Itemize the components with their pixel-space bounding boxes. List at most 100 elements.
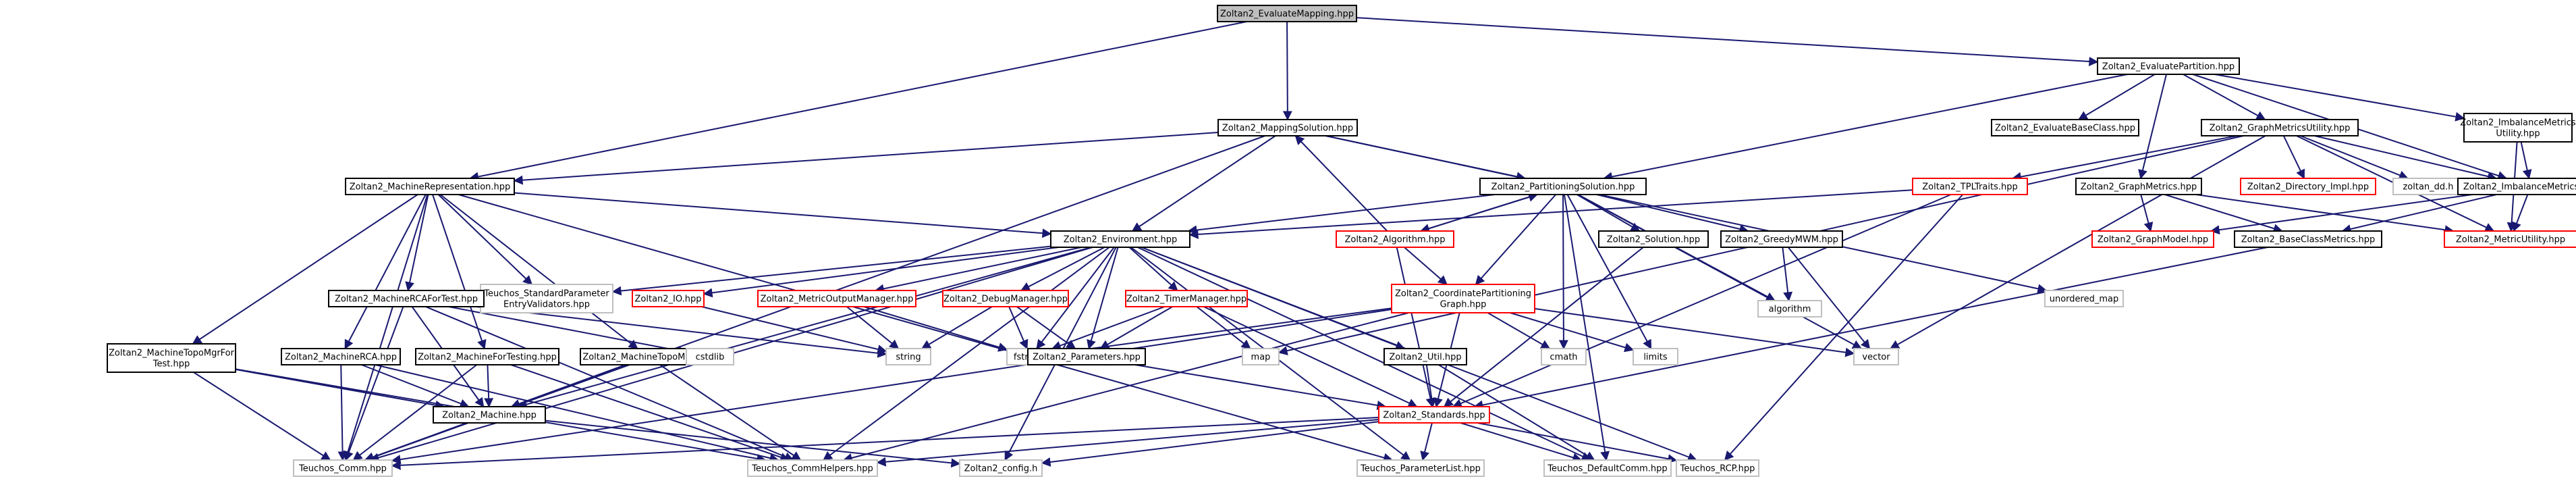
node-label: Graph.hpp xyxy=(1440,300,1487,310)
node-algorithm[interactable]: Zoltan2_Algorithm.hpp xyxy=(1336,230,1454,248)
node-mapping-solution[interactable]: Zoltan2_MappingSolution.hpp xyxy=(1217,119,1358,136)
edge-machine_rca_for_test-to-teuchos_comm xyxy=(344,306,404,461)
edge-machine_representation-to-environment xyxy=(514,192,1052,238)
edge-coordinate_partitioning_graph-to-teuchos_comm_helpers xyxy=(842,312,1409,463)
node-teuchos-comm-helpers: Teuchos_CommHelpers.hpp xyxy=(747,459,878,477)
node-evaluate-mapping[interactable]: Zoltan2_EvaluateMapping.hpp xyxy=(1217,5,1357,22)
node-standards[interactable]: Zoltan2_Standards.hpp xyxy=(1378,406,1490,424)
edge-environment-to-std_param_validators xyxy=(611,245,1051,296)
edge-machine_representation-to-std_param_validators xyxy=(437,194,533,285)
node-box xyxy=(1050,230,1190,248)
node-label: Zoltan2_BaseClassMetrics.hpp xyxy=(2241,235,2375,245)
node-machine-for-testing[interactable]: Zoltan2_MachineForTesting.hpp xyxy=(415,348,559,365)
node-box xyxy=(1391,284,1535,313)
edge-io-to-string xyxy=(701,306,887,354)
node-box xyxy=(1125,290,1248,307)
edge-machine_representation-to-parameter_list xyxy=(458,194,1394,463)
node-std-param-validators: Teuchos_StandardParameterEntryValidators… xyxy=(480,284,613,313)
node-label: Teuchos_CommHelpers.hpp xyxy=(751,464,873,474)
edge-timer_manager-to-parameters xyxy=(1099,306,1173,349)
node-label: string xyxy=(896,353,921,363)
node-util[interactable]: Zoltan2_Util.hpp xyxy=(1383,348,1467,365)
edge-environment-to-parameters xyxy=(1087,247,1119,350)
node-box xyxy=(632,290,705,307)
node-rcp: Teuchos_RCP.hpp xyxy=(1676,459,1759,477)
node-default-comm: Teuchos_DefaultComm.hpp xyxy=(1543,459,1672,477)
node-box xyxy=(415,348,559,365)
node-box xyxy=(747,459,878,477)
node-label: Zoltan2_MachineRepresentation.hpp xyxy=(350,182,511,193)
edge-metric_output_manager-to-fstream xyxy=(863,306,1008,352)
node-graph-metrics[interactable]: Zoltan2_GraphMetrics.hpp xyxy=(2075,178,2202,195)
node-machine[interactable]: Zoltan2_Machine.hpp xyxy=(433,406,546,424)
node-evaluate-base-class[interactable]: Zoltan2_EvaluateBaseClass.hpp xyxy=(1991,119,2139,136)
node-imbalance-metrics[interactable]: Zoltan2_ImbalanceMetrics.hpp xyxy=(2457,178,2576,195)
node-label: Zoltan2_Parameters.hpp xyxy=(1033,353,1141,363)
node-environment[interactable]: Zoltan2_Environment.hpp xyxy=(1050,230,1190,248)
node-label: Zoltan2_TimerManager.hpp xyxy=(1126,295,1246,305)
edge-timer_manager-to-map xyxy=(1196,306,1251,349)
node-machine-rca[interactable]: Zoltan2_MachineRCA.hpp xyxy=(281,348,401,365)
edge-graph_metrics_utility-to-tpl_traits xyxy=(2011,135,2237,182)
node-debug-manager[interactable]: Zoltan2_DebugManager.hpp xyxy=(942,290,1069,307)
node-config: Zoltan2_config.h xyxy=(959,459,1043,477)
node-tpl-traits[interactable]: Zoltan2_TPLTraits.hpp xyxy=(1912,178,2028,195)
edge-environment-to-io xyxy=(703,247,1059,298)
node-label: cmath xyxy=(1550,353,1577,363)
node-base-class-metrics[interactable]: Zoltan2_BaseClassMetrics.hpp xyxy=(2234,230,2382,248)
node-graph-model[interactable]: Zoltan2_GraphModel.hpp xyxy=(2091,230,2214,248)
node-label: Zoltan2_MachineRCAForTest.hpp xyxy=(335,295,478,305)
edge-environment-to-fstream xyxy=(1036,247,1115,350)
edge-greedy_mwm-to-vector xyxy=(1787,247,1871,350)
edge-coordinate_partitioning_graph-to-cmath xyxy=(1487,312,1551,349)
node-box xyxy=(686,348,734,365)
node-label: Zoltan2_MappingSolution.hpp xyxy=(1222,124,1353,134)
node-partitioning-solution[interactable]: Zoltan2_PartitioningSolution.hpp xyxy=(1479,178,1647,195)
edge-partitioning_solution-to-vector xyxy=(1577,194,1863,349)
edge-coordinate_partitioning_graph-to-limits xyxy=(1510,312,1635,353)
node-label: Zoltan2_TPLTraits.hpp xyxy=(1922,182,2017,193)
edge-partitioning_solution-to-environment xyxy=(1187,194,1496,235)
node-timer-manager[interactable]: Zoltan2_TimerManager.hpp xyxy=(1125,290,1248,307)
node-box xyxy=(293,459,393,477)
edge-algorithm-to-coordinate_partitioning_graph xyxy=(1404,247,1448,285)
node-directory-impl[interactable]: Zoltan2_Directory_Impl.hpp xyxy=(2240,178,2376,195)
node-map: map xyxy=(1242,348,1280,365)
node-box xyxy=(1479,178,1647,195)
node-machine-representation[interactable]: Zoltan2_MachineRepresentation.hpp xyxy=(345,178,515,195)
node-label: Zoltan2_Machine.hpp xyxy=(442,411,537,421)
node-label: Zoltan2_GraphModel.hpp xyxy=(2098,235,2208,245)
node-greedy-mwm[interactable]: Zoltan2_GreedyMWM.hpp xyxy=(1720,230,1843,248)
edge-partitioning_solution-to-greedy_mwm xyxy=(1596,194,1749,234)
node-label: limits xyxy=(1643,353,1668,363)
node-io[interactable]: Zoltan2_IO.hpp xyxy=(632,290,705,307)
node-label: Zoltan2_GreedyMWM.hpp xyxy=(1725,235,1838,245)
edge-graph_metrics_utility-to-imbalance_metrics xyxy=(2314,135,2498,181)
edge-graph_metrics-to-metric_utility xyxy=(2195,194,2455,235)
edge-environment-to-metric_output_manager xyxy=(874,247,1082,294)
node-box xyxy=(2444,230,2576,248)
node-box xyxy=(1541,348,1587,365)
node-evaluate-partition[interactable]: Zoltan2_EvaluatePartition.hpp xyxy=(2097,57,2240,75)
node-solution[interactable]: Zoltan2_Solution.hpp xyxy=(1598,230,1709,248)
node-graph-metrics-utility[interactable]: Zoltan2_GraphMetricsUtility.hpp xyxy=(2201,119,2359,136)
node-box xyxy=(1912,178,2028,195)
node-machine-rca-for-test[interactable]: Zoltan2_MachineRCAForTest.hpp xyxy=(328,290,485,307)
edge-environment-to-default_comm xyxy=(1137,247,1591,461)
node-box xyxy=(1027,348,1146,365)
node-box xyxy=(2044,290,2124,307)
edge-parameters-to-standards xyxy=(1134,364,1387,410)
node-metric-output-manager[interactable]: Zoltan2_MetricOutputManager.hpp xyxy=(757,290,916,307)
node-metric-utility[interactable]: Zoltan2_MetricUtility.hpp xyxy=(2444,230,2576,248)
node-box xyxy=(1633,348,1678,365)
edge-tpl_traits-to-standards xyxy=(1452,194,1952,408)
node-label: Utility.hpp xyxy=(2496,129,2540,139)
node-label: Zoltan2_PartitioningSolution.hpp xyxy=(1491,182,1635,193)
edge-imbalance_metrics_utility-to-imbalance_metrics xyxy=(2520,141,2532,180)
edge-standards-to-config xyxy=(1041,421,1379,467)
node-parameters[interactable]: Zoltan2_Parameters.hpp xyxy=(1027,348,1146,365)
